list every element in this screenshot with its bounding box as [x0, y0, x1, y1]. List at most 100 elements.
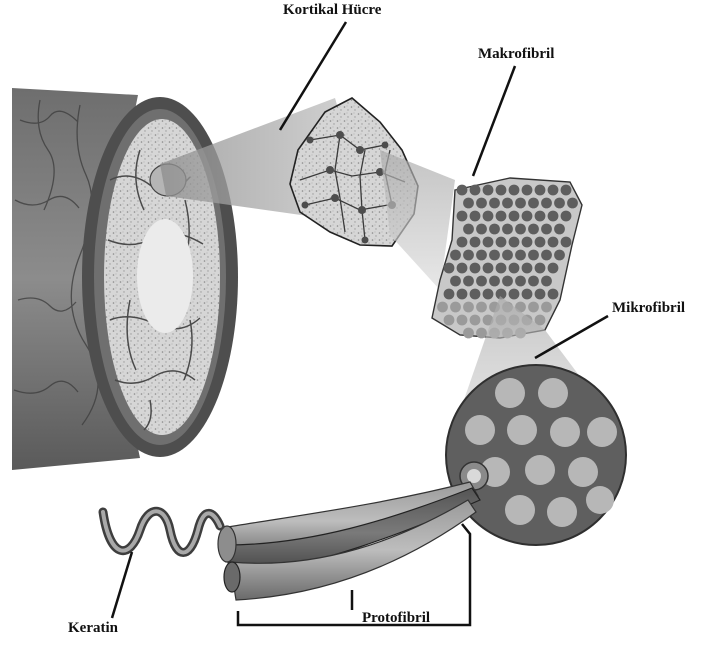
label-protofibril: Protofibril	[362, 610, 430, 627]
macrofibril-dot	[548, 237, 559, 248]
macrofibril-dot	[470, 263, 481, 274]
macrofibril-dot	[476, 224, 487, 235]
macrofibril-dot	[450, 276, 461, 287]
protofibril-detail	[218, 482, 480, 600]
macrofibril-dot	[457, 237, 468, 248]
macrofibril-dot	[515, 198, 526, 209]
macrofibril-dot	[522, 185, 533, 196]
macrofibril-dot	[437, 302, 448, 313]
macrofibril-dot	[470, 237, 481, 248]
macrofibril-dot	[476, 276, 487, 287]
macrofibril-dot	[476, 302, 487, 313]
macrofibril-dot	[502, 198, 513, 209]
macrofibril-dot	[483, 211, 494, 222]
macrofibril-dot	[528, 250, 539, 261]
macrofibril-dot	[483, 263, 494, 274]
macrofibril-dot	[496, 237, 507, 248]
hair-shaft	[12, 88, 238, 470]
macrofibril-dot	[496, 211, 507, 222]
macrofibril-dot	[522, 237, 533, 248]
macrofibril-dot	[522, 289, 533, 300]
macrofibril-dot	[483, 185, 494, 196]
macrofibril-dot	[476, 328, 487, 339]
macrofibril-dot	[457, 185, 468, 196]
macrofibril-dot	[515, 224, 526, 235]
macrofibril-dot	[528, 276, 539, 287]
macrofibril-dot	[483, 237, 494, 248]
macrofibril-dot	[528, 302, 539, 313]
macrofibril-dot	[444, 263, 455, 274]
leader-makro	[473, 66, 515, 176]
macrofibril-dot	[541, 250, 552, 261]
macrofibril-dot	[561, 211, 572, 222]
macrofibril-dot	[496, 263, 507, 274]
macrofibril-dot	[515, 250, 526, 261]
macrofibril-dot	[522, 263, 533, 274]
macrofibril-dot	[554, 198, 565, 209]
macrofibril-dot	[515, 276, 526, 287]
macrofibril-dot	[541, 198, 552, 209]
leader-keratin	[112, 552, 132, 618]
macrofibril-dot	[463, 250, 474, 261]
medulla	[137, 219, 193, 333]
macrofibril-dot	[528, 224, 539, 235]
macrofibril-dot	[541, 224, 552, 235]
macrofibril-dot	[470, 185, 481, 196]
macrofibril-dot	[489, 198, 500, 209]
macrofibril-dot	[509, 289, 520, 300]
macrofibril-dot	[470, 315, 481, 326]
macrofibril-dot	[489, 276, 500, 287]
macrofibril-dot	[509, 263, 520, 274]
macrofibril-dot	[561, 185, 572, 196]
macrofibril-dot	[541, 276, 552, 287]
macrofibril-dot	[535, 211, 546, 222]
macrofibril-dot	[509, 237, 520, 248]
macrofibril-dot	[463, 302, 474, 313]
macrofibril-dot	[548, 289, 559, 300]
macrofibril-dot	[535, 289, 546, 300]
keratin-helix	[103, 511, 220, 552]
macrofibril-dot	[470, 211, 481, 222]
macrofibril-dot	[535, 185, 546, 196]
macrofibril-dot	[522, 211, 533, 222]
macrofibril-dot	[528, 198, 539, 209]
macrofibril-dot	[444, 315, 455, 326]
label-macrofibril: Makrofibril	[478, 46, 554, 63]
macrofibril-dot	[489, 224, 500, 235]
macrofibril-dot	[554, 224, 565, 235]
macrofibril-dot	[457, 263, 468, 274]
macrofibril-dot	[476, 198, 487, 209]
label-keratin: Keratin	[68, 620, 118, 637]
macrofibril-dot	[548, 211, 559, 222]
macrofibril-dot	[541, 302, 552, 313]
microfibril-detail	[446, 365, 626, 545]
label-cortical-cell: Kortikal Hücre	[283, 2, 381, 19]
macrofibril-dot	[548, 263, 559, 274]
macrofibril-dot	[450, 302, 461, 313]
macrofibril-dot	[496, 185, 507, 196]
macrofibril-dot	[509, 211, 520, 222]
macrofibril-dot	[502, 276, 513, 287]
macrofibril-dot	[457, 315, 468, 326]
macrofibril-dot	[470, 289, 481, 300]
label-microfibril: Mikrofibril	[612, 300, 685, 317]
macrofibril-dot	[489, 250, 500, 261]
macrofibril-dot	[567, 198, 578, 209]
macrofibril-dot	[463, 224, 474, 235]
macrofibril-dot	[548, 185, 559, 196]
macrofibril-dot	[444, 289, 455, 300]
macrofibril-dot	[535, 263, 546, 274]
macrofibril-dot	[483, 289, 494, 300]
macrofibril-dot	[450, 250, 461, 261]
macrofibril-dot	[509, 185, 520, 196]
macrofibril-dot	[535, 237, 546, 248]
macrofibril-dot	[457, 211, 468, 222]
macrofibril-dot	[463, 328, 474, 339]
macrofibril-dot	[463, 276, 474, 287]
macrofibril-dot	[502, 250, 513, 261]
macrofibril-dot	[463, 198, 474, 209]
macrofibril-dot	[561, 237, 572, 248]
macrofibril-dot	[476, 250, 487, 261]
macrofibril-dot	[457, 289, 468, 300]
